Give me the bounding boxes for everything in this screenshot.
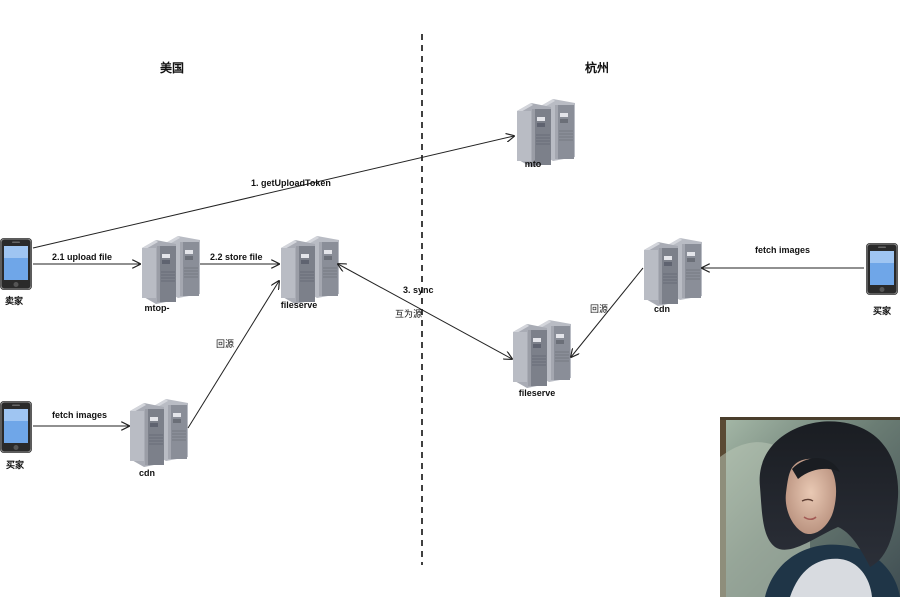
fileserve-us-label: fileserve	[281, 300, 318, 310]
edge-label-sync: 3. sync	[403, 285, 434, 295]
portrait-illustration	[720, 417, 900, 597]
edge-label-mutual-origin: 互为源	[395, 308, 422, 319]
buyer-phone-right-icon	[865, 242, 899, 296]
region-label-right: 杭州	[585, 60, 609, 75]
cdn-us-server-icon	[129, 398, 189, 468]
seller-phone-label: 卖家	[5, 295, 24, 306]
mto-server-icon	[516, 98, 576, 168]
edge-label-origin-hz: 回源	[590, 304, 608, 314]
mto-server-label: mto	[525, 159, 542, 169]
mtop-server-label: mtop-	[145, 303, 170, 313]
edge-sync	[338, 264, 512, 359]
edge-label-get-upload-token: 1. getUploadToken	[251, 178, 331, 188]
seller-phone-icon	[0, 237, 33, 291]
edge-origin-us	[187, 281, 279, 429]
cdn-hz-server-icon	[643, 237, 703, 307]
region-label-left: 美国	[160, 60, 184, 75]
buyer-phone-left-label: 买家	[6, 459, 25, 470]
fileserve-hz-server-icon	[512, 319, 572, 389]
edge-label-fetch-images-hz: fetch images	[755, 245, 810, 255]
buyer-phone-left-icon	[0, 400, 33, 454]
portrait-photo	[720, 417, 900, 597]
edge-get-upload-token	[32, 136, 514, 249]
fileserve-hz-label: fileserve	[519, 388, 556, 398]
edge-label-fetch-images-us: fetch images	[52, 410, 107, 420]
edge-label-store-file: 2.2 store file	[210, 252, 263, 262]
edge-label-upload-file: 2.1 upload file	[52, 252, 112, 262]
cdn-us-label: cdn	[139, 468, 155, 478]
edge-origin-hz	[571, 267, 644, 357]
fileserve-us-server-icon	[280, 235, 340, 305]
mtop-server-icon	[141, 235, 201, 305]
cdn-hz-label: cdn	[654, 304, 670, 314]
edge-label-origin-us: 回源	[216, 339, 234, 349]
buyer-phone-right-label: 买家	[873, 305, 892, 316]
